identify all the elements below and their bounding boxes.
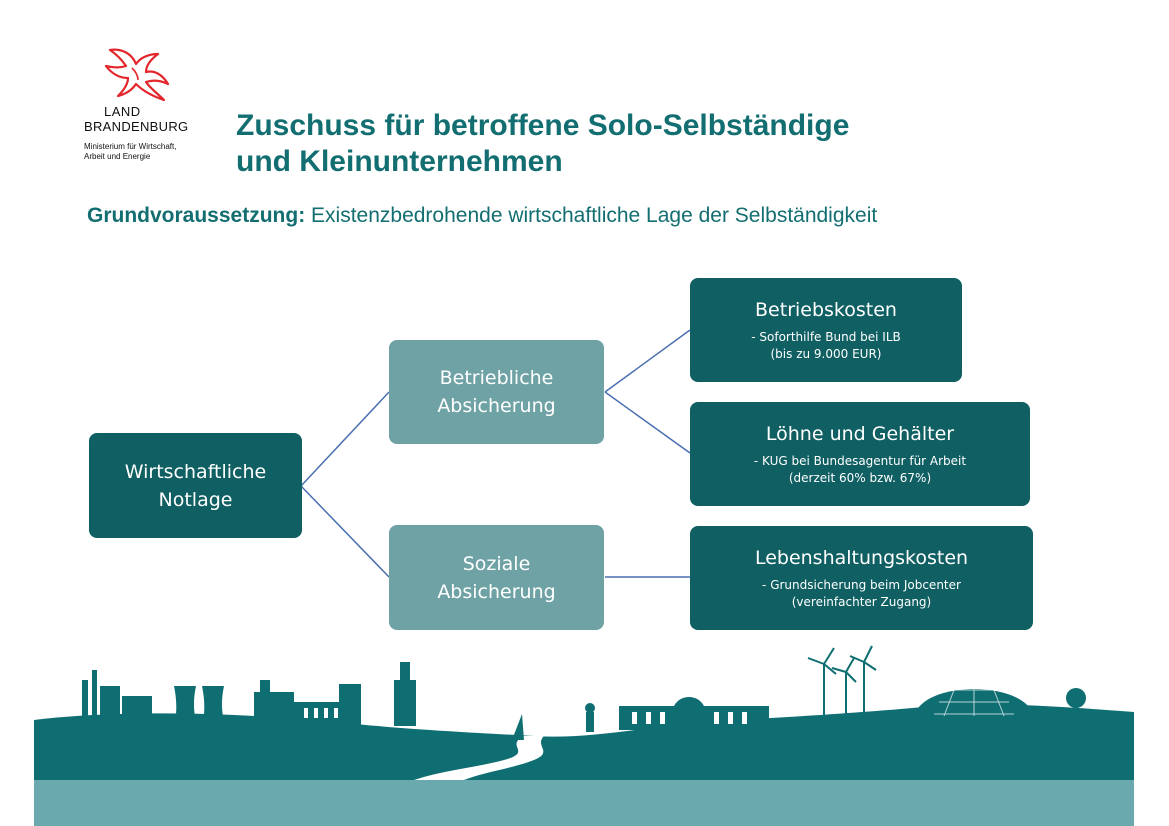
page-title: Zuschuss für betroffene Solo-Selbständig… [236,108,849,180]
logo-text-ministry: Ministerium für Wirtschaft, [84,142,177,151]
node-detail: - Grundsicherung beim Jobcenter [762,578,961,592]
landscape-skyline-graphic [34,645,1134,826]
title-line-1: Zuschuss für betroffene Solo-Selbständig… [236,109,850,142]
node-wages: Löhne und Gehälter - KUG bei Bundesagent… [690,402,1030,506]
node-text: Soziale [462,552,531,575]
node-detail: (vereinfachter Zugang) [791,595,932,609]
logo-text-ministry-2: Arbeit und Energie [84,152,151,161]
ministry-logo: LAND BRANDENBURG Ministerium für Wirtsch… [80,44,220,174]
node-title: Löhne und Gehälter [765,423,955,445]
prerequisite-text: Existenzbedrohende wirtschaftliche Lage … [311,204,878,227]
node-social-protection: Soziale Absicherung [389,525,604,630]
connector-root-business [300,391,390,487]
node-text: Notlage [158,488,233,511]
logo-text-land: LAND [104,104,141,119]
eagle-icon [104,48,170,102]
node-title: Betriebskosten [755,299,897,321]
node-text: Absicherung [437,395,556,417]
node-text: Betriebliche [439,367,554,389]
prerequisite-line: Grundvoraussetzung: Existenzbedrohende w… [87,204,877,228]
node-economic-emergency: Wirtschaftliche Notlage [89,433,302,538]
node-business-protection: Betriebliche Absicherung [389,340,604,444]
title-line-2: und Kleinunternehmen [236,145,563,178]
node-detail: (derzeit 60% bzw. 67%) [788,471,932,485]
node-text: Wirtschaftliche [124,460,267,483]
node-text: Absicherung [437,580,556,603]
logo-text-brandenburg: BRANDENBURG [84,119,189,134]
connector-business-operating [604,329,691,393]
node-detail: (bis zu 9.000 EUR) [770,347,882,361]
connector-root-social [300,485,390,578]
prerequisite-label: Grundvoraussetzung: [87,204,306,227]
connector-business-wages [604,391,691,454]
node-living-costs: Lebenshaltungskosten - Grundsicherung be… [690,526,1033,630]
node-operating-costs: Betriebskosten - Soforthilfe Bund bei IL… [690,278,962,382]
node-detail: - Soforthilfe Bund bei ILB [751,330,901,344]
node-title: Lebenshaltungskosten [754,547,969,569]
node-detail: - KUG bei Bundesagentur für Arbeit [753,454,967,468]
